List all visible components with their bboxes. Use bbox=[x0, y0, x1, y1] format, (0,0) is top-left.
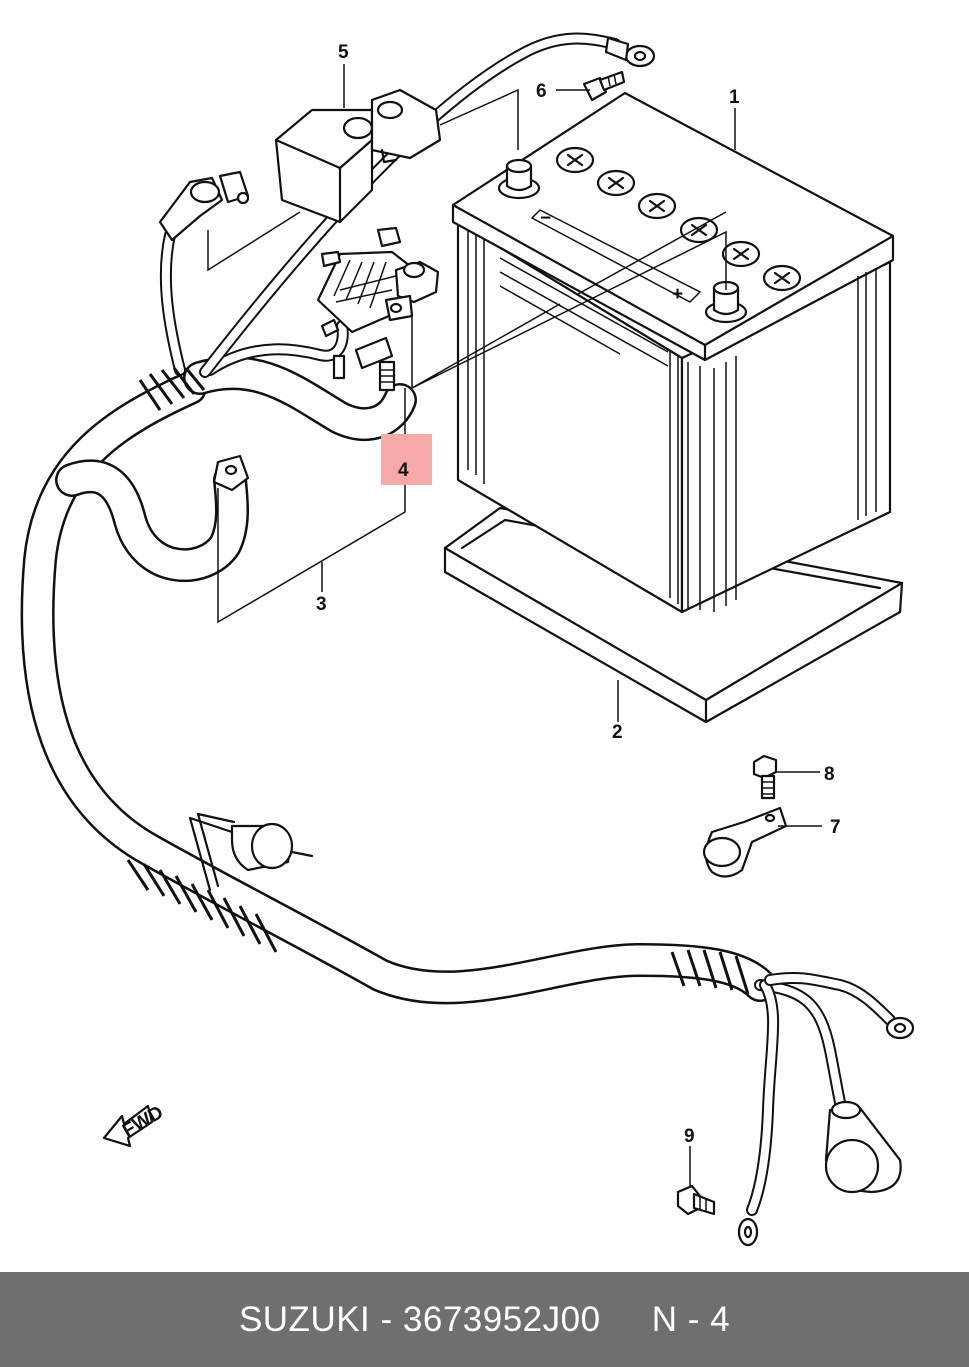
battery-cable-harness bbox=[20, 32, 915, 1247]
leader-lines bbox=[207, 64, 822, 1186]
callout-7: 7 bbox=[830, 817, 841, 838]
forward-direction-arrow: FWD bbox=[102, 1102, 167, 1148]
callout-4: 4 bbox=[398, 460, 409, 481]
callout-2: 2 bbox=[612, 722, 623, 743]
battery-minus-sign: − bbox=[540, 208, 551, 229]
bolt-9 bbox=[676, 1184, 716, 1216]
terminal-cover bbox=[274, 88, 442, 224]
battery-plus-sign: + bbox=[672, 284, 683, 305]
negative-terminal-clamp bbox=[158, 170, 250, 242]
parts-diagram: − + bbox=[20, 32, 915, 1247]
callout-5: 5 bbox=[338, 42, 349, 63]
callout-8: 8 bbox=[824, 764, 835, 785]
bolt-8 bbox=[752, 754, 778, 800]
vent-caps bbox=[555, 146, 802, 292]
battery-tray bbox=[443, 506, 904, 724]
callout-6: 6 bbox=[536, 81, 547, 102]
callout-3: 3 bbox=[316, 594, 327, 615]
direction-arrow-text: FWD bbox=[119, 1102, 167, 1142]
callout-9: 9 bbox=[684, 1126, 695, 1147]
battery: − + bbox=[451, 91, 895, 614]
part-number-caption: SUZUKI - 3673952J00 N - 4 bbox=[238, 1299, 731, 1339]
callout-1: 1 bbox=[729, 87, 740, 108]
terminal-cap-7 bbox=[702, 806, 788, 878]
battery-terminals bbox=[497, 158, 748, 324]
bolt-6 bbox=[582, 70, 626, 102]
fusible-link-terminal-block bbox=[316, 226, 440, 392]
callout-labels: 1 2 3 4 5 6 7 8 9 bbox=[316, 42, 841, 1147]
callout-4-highlight bbox=[381, 434, 432, 485]
footer-bar: SUZUKI - 3673952J00 N - 4 bbox=[0, 1272, 969, 1367]
